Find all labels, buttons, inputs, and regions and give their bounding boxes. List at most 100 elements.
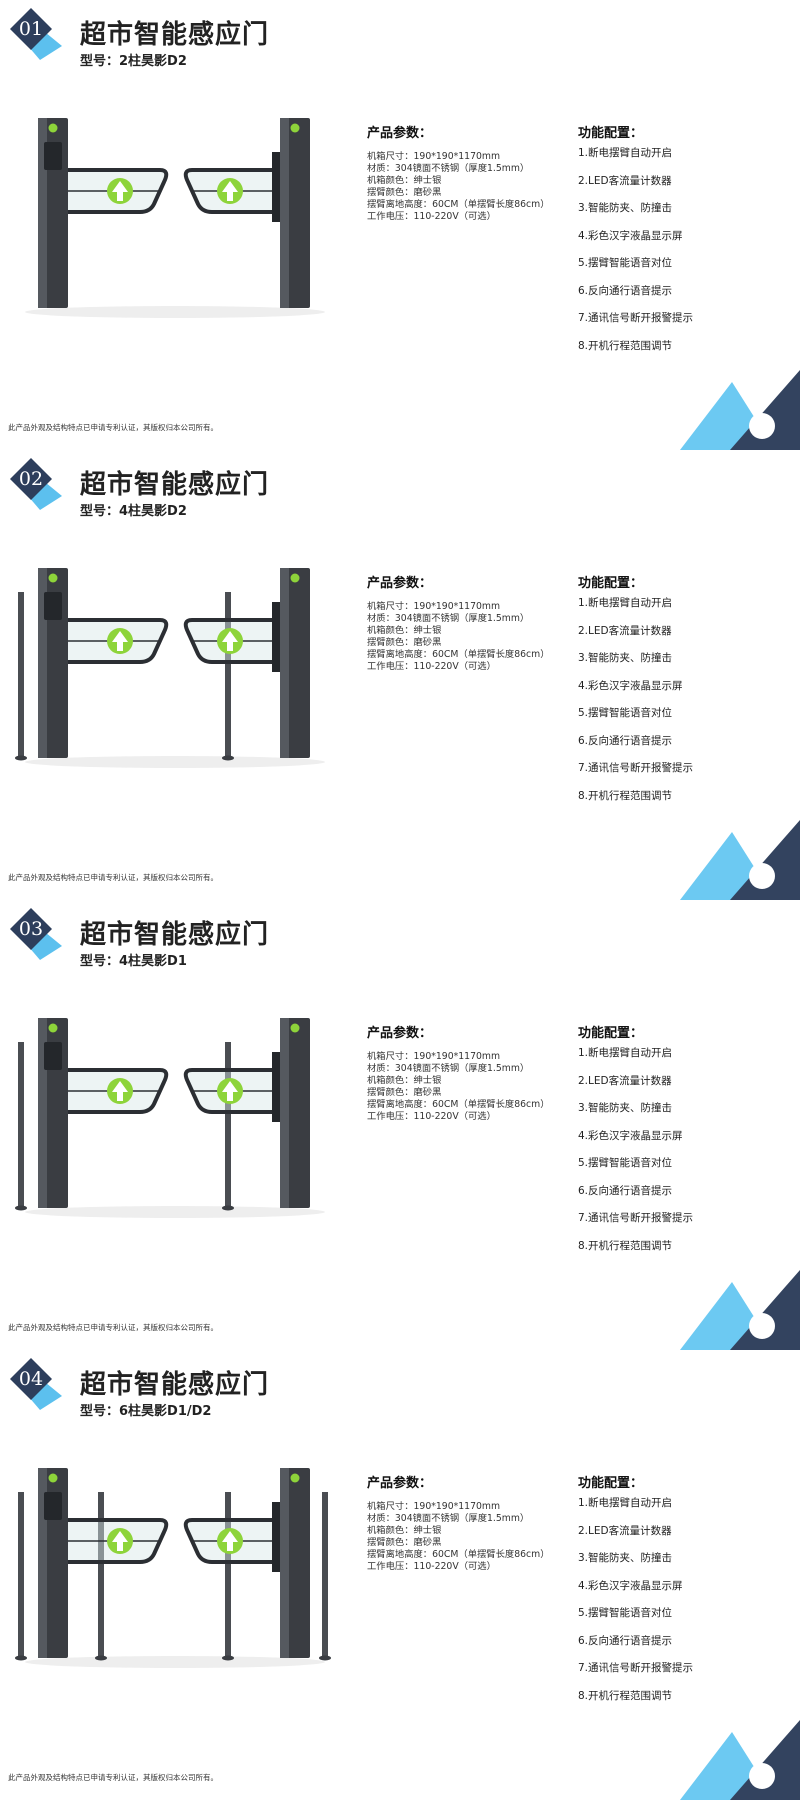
turnstile-gate-image xyxy=(15,1018,325,1218)
param-line: 摆臂离地高度：60CM（单摆臂长度86cm） xyxy=(367,1549,550,1560)
feature-item: 5.摆臂智能语音对位 xyxy=(578,707,673,719)
feature-item: 7.通讯信号断开报警提示 xyxy=(578,312,694,324)
section-title: 超市智能感应门 xyxy=(80,920,270,950)
param-line: 摆臂离地高度：60CM（单摆臂长度86cm） xyxy=(367,1099,550,1110)
circle-icon xyxy=(749,413,775,439)
feature-item: 1.断电摆臂自动开启 xyxy=(578,1047,673,1059)
param-line: 材质：304镜面不锈钢（厚度1.5mm） xyxy=(367,1513,530,1524)
param-line: 工作电压：110-220V（可选） xyxy=(367,661,496,672)
function-config: 功能配置： 1.断电摆臂自动开启 2.LED客流量计数器 3.智能防夹、防撞击 4.彩… xyxy=(578,1022,788,1265)
features-heading: 功能配置： xyxy=(578,1476,644,1491)
param-line: 摆臂颜色：磨砂黑 xyxy=(367,187,442,198)
param-line: 机箱颜色：绅士银 xyxy=(367,625,442,636)
circle-icon xyxy=(749,1763,775,1789)
product-section: 03 超市智能感应门 型号：4柱昊影D1 xyxy=(0,900,800,1350)
section-number-badge xyxy=(10,458,62,510)
feature-item: 7.通讯信号断开报警提示 xyxy=(578,762,694,774)
up-arrow-icon xyxy=(217,1078,243,1104)
section-number: 04 xyxy=(18,1368,44,1390)
feature-item: 3.智能防夹、防撞击 xyxy=(578,1102,673,1114)
turnstile-gate-image xyxy=(15,568,325,768)
section-title: 超市智能感应门 xyxy=(80,1370,270,1400)
feature-item: 6.反向通行语音提示 xyxy=(578,1184,673,1197)
param-line: 材质：304镜面不锈钢（厚度1.5mm） xyxy=(367,1063,530,1074)
feature-item: 8.开机行程范围调节 xyxy=(578,789,673,802)
section-number-badge xyxy=(10,908,62,960)
feature-item: 4.彩色汉字液晶显示屏 xyxy=(578,229,683,242)
param-line: 摆臂离地高度：60CM（单摆臂长度86cm） xyxy=(367,649,550,660)
feature-item: 6.反向通行语音提示 xyxy=(578,734,673,747)
section-title: 超市智能感应门 xyxy=(80,20,270,50)
feature-item: 4.彩色汉字液晶显示屏 xyxy=(578,1129,683,1142)
param-line: 摆臂颜色：磨砂黑 xyxy=(367,1537,442,1548)
section-number-badge xyxy=(10,1358,62,1410)
patent-footnote: 此产品外观及结构特点已申请专利认证，其版权归本公司所有。 xyxy=(8,423,218,432)
param-line: 机箱尺寸：190*190*1170mm xyxy=(367,1051,501,1062)
up-arrow-icon xyxy=(107,628,133,654)
feature-item: 3.智能防夹、防撞击 xyxy=(578,202,673,214)
param-line: 机箱颜色：绅士银 xyxy=(367,1075,442,1086)
section-number: 01 xyxy=(18,18,44,40)
model-label: 型号：6柱昊影D1/D2 xyxy=(80,1404,212,1419)
model-label: 型号：4柱昊影D1 xyxy=(80,954,187,969)
product-section: 04 超市智能感应门 型号：6柱昊影D1/D2 xyxy=(0,1350,800,1800)
up-arrow-icon xyxy=(217,628,243,654)
feature-item: 7.通讯信号断开报警提示 xyxy=(578,1662,694,1674)
feature-item: 5.摆臂智能语音对位 xyxy=(578,1157,673,1169)
turnstile-gate-image xyxy=(15,1468,331,1668)
section-number-badge xyxy=(10,8,62,60)
param-line: 摆臂颜色：磨砂黑 xyxy=(367,1087,442,1098)
param-line: 机箱颜色：绅士银 xyxy=(367,1525,442,1536)
up-arrow-icon xyxy=(107,1528,133,1554)
feature-item: 8.开机行程范围调节 xyxy=(578,339,673,352)
up-arrow-icon xyxy=(217,1528,243,1554)
product-section: 02 超市智能感应门 型号：4柱昊影D2 xyxy=(0,450,800,900)
feature-item: 6.反向通行语音提示 xyxy=(578,284,673,297)
param-line: 工作电压：110-220V（可选） xyxy=(367,211,496,222)
feature-item: 6.反向通行语音提示 xyxy=(578,1634,673,1647)
param-line: 机箱尺寸：190*190*1170mm xyxy=(367,151,501,162)
corner-decoration xyxy=(680,370,800,450)
circle-icon xyxy=(749,863,775,889)
param-line: 材质：304镜面不锈钢（厚度1.5mm） xyxy=(367,163,530,174)
feature-item: 4.彩色汉字液晶显示屏 xyxy=(578,679,683,692)
feature-item: 1.断电摆臂自动开启 xyxy=(578,1497,673,1509)
features-heading: 功能配置： xyxy=(578,1026,644,1041)
feature-item: 2.LED客流量计数器 xyxy=(578,1074,672,1087)
patent-footnote: 此产品外观及结构特点已申请专利认证，其版权归本公司所有。 xyxy=(8,873,218,882)
features-list: 1.断电摆臂自动开启 2.LED客流量计数器 3.智能防夹、防撞击 4.彩色汉字液晶显… xyxy=(578,1045,788,1265)
patent-footnote: 此产品外观及结构特点已申请专利认证，其版权归本公司所有。 xyxy=(8,1773,218,1782)
param-line: 机箱尺寸：190*190*1170mm xyxy=(367,1501,501,1512)
feature-item: 4.彩色汉字液晶显示屏 xyxy=(578,1579,683,1592)
patent-footnote: 此产品外观及结构特点已申请专利认证，其版权归本公司所有。 xyxy=(8,1323,218,1332)
param-line: 机箱尺寸：190*190*1170mm xyxy=(367,601,501,612)
feature-item: 2.LED客流量计数器 xyxy=(578,624,672,637)
param-line: 机箱颜色：绅士银 xyxy=(367,175,442,186)
feature-item: 8.开机行程范围调节 xyxy=(578,1689,673,1702)
feature-item: 8.开机行程范围调节 xyxy=(578,1239,673,1252)
up-arrow-icon xyxy=(107,1078,133,1104)
model-label: 型号：4柱昊影D2 xyxy=(80,504,187,519)
param-line: 工作电压：110-220V（可选） xyxy=(367,1561,496,1572)
params-heading: 产品参数： xyxy=(367,1476,433,1491)
section-title: 超市智能感应门 xyxy=(80,470,270,500)
params-heading: 产品参数： xyxy=(367,1026,433,1041)
feature-item: 7.通讯信号断开报警提示 xyxy=(578,1212,694,1224)
feature-item: 1.断电摆臂自动开启 xyxy=(578,147,673,159)
param-line: 摆臂离地高度：60CM（单摆臂长度86cm） xyxy=(367,199,550,210)
feature-item: 5.摆臂智能语音对位 xyxy=(578,1607,673,1619)
features-heading: 功能配置： xyxy=(578,576,644,591)
feature-item: 3.智能防夹、防撞击 xyxy=(578,652,673,664)
